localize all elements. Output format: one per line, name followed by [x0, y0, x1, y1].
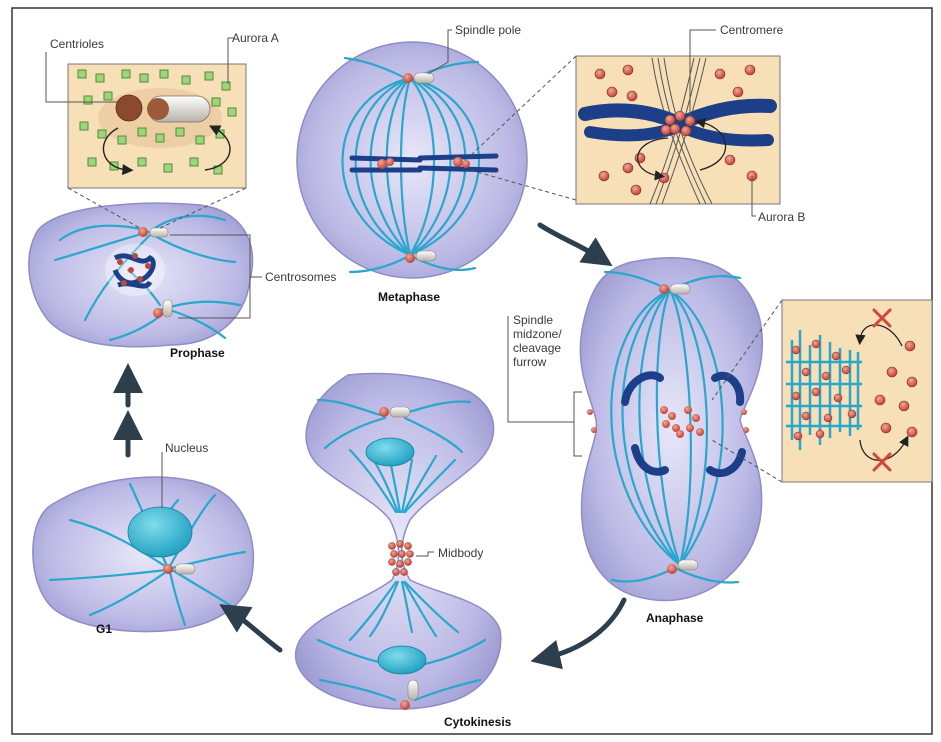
stage-label-metaphase: Metaphase — [378, 290, 440, 304]
label-centrioles: Centrioles — [50, 37, 104, 51]
label-spindle-midzone: Spindle midzone/ cleavage furrow — [513, 313, 562, 369]
label-centromere: Centromere — [720, 23, 784, 37]
cytokinesis-nucleus-bottom — [378, 646, 426, 674]
label-spindle-midzone-line4: furrow — [513, 355, 547, 369]
anaphase-centrosome-top — [659, 284, 690, 294]
stage-label-g1: G1 — [96, 622, 112, 636]
anaphase-midzone-inset — [782, 300, 932, 482]
midbody-leader — [416, 552, 434, 556]
cytokinesis-cell — [296, 374, 501, 710]
prophase-nucleus — [105, 244, 165, 296]
cytokinesis-centrosome-top — [379, 407, 410, 417]
label-centrosomes: Centrosomes — [265, 270, 336, 284]
g1-cell — [33, 477, 254, 632]
centriole-sphere — [116, 95, 142, 121]
stage-label-cytokinesis: Cytokinesis — [444, 715, 512, 729]
centromere-inset — [576, 56, 780, 204]
label-spindle-midzone-line3: cleavage — [513, 341, 561, 355]
metaphase-centrosome-top — [403, 73, 434, 83]
label-spindle-pole: Spindle pole — [455, 23, 521, 37]
aurora-a-inset — [68, 64, 246, 188]
label-nucleus: Nucleus — [165, 441, 208, 455]
g1-nucleus — [128, 507, 192, 557]
label-aurora-b: Aurora B — [758, 210, 805, 224]
arrow-anaphase-to-cytokinesis — [545, 600, 624, 658]
metaphase-cell — [297, 42, 527, 278]
arrow-metaphase-to-anaphase — [540, 225, 600, 258]
spindle-midzone-bracket — [574, 392, 582, 456]
label-spindle-midzone-line1: Spindle — [513, 313, 553, 327]
arrow-cytokinesis-to-g1 — [232, 612, 280, 650]
prophase-cell — [29, 203, 253, 346]
stage-label-prophase: Prophase — [170, 346, 225, 360]
label-midbody: Midbody — [438, 546, 483, 560]
prophase-centrosome-top — [138, 227, 168, 237]
cytokinesis-nucleus-top — [366, 438, 414, 466]
label-aurora-a: Aurora A — [232, 31, 279, 45]
anaphase-cell — [580, 258, 762, 601]
stage-label-anaphase: Anaphase — [646, 611, 704, 625]
label-spindle-midzone-line2: midzone/ — [513, 327, 562, 341]
g1-centrosome — [163, 564, 195, 574]
